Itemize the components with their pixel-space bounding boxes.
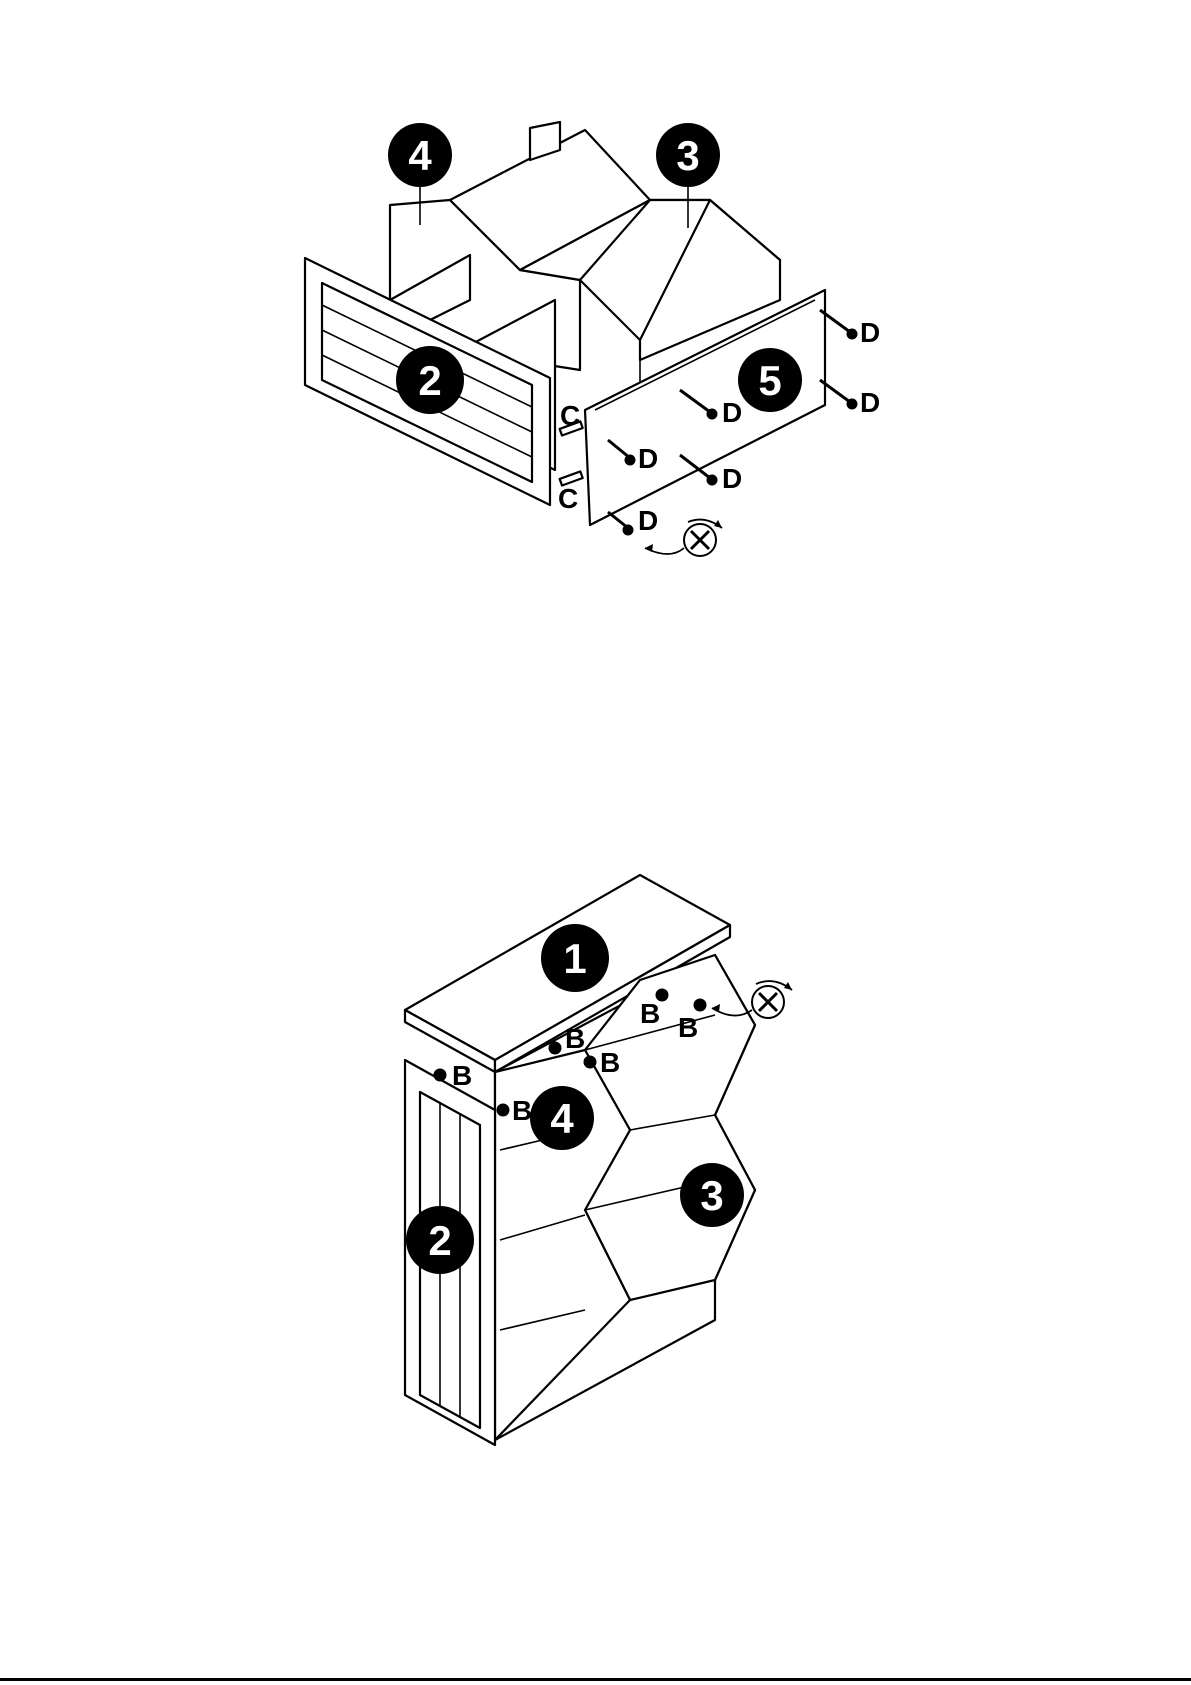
hardware-label-b: B: [600, 1047, 620, 1078]
svg-text:3: 3: [700, 1172, 723, 1219]
cam-lock-b: [584, 1056, 596, 1068]
svg-text:2: 2: [418, 357, 441, 404]
hardware-label-c: C: [558, 483, 578, 514]
svg-text:5: 5: [758, 357, 781, 404]
assembly-step-bottom: 1 2 4 3 B B B B B B: [0, 840, 1191, 1560]
callout-2: 2: [406, 1206, 474, 1274]
callout-2: 2: [396, 346, 464, 414]
page-bottom-rule: [0, 1678, 1191, 1681]
hardware-label-d: D: [638, 443, 658, 474]
assembly-step-top: 4 3 2 5 C C D D D D D D: [0, 0, 1191, 620]
callout-4: 4: [530, 1086, 594, 1150]
hardware-label-d: D: [638, 505, 658, 536]
hardware-label-b: B: [640, 998, 660, 1029]
svg-text:4: 4: [550, 1095, 574, 1142]
assembly-drawing-bottom: 1 2 4 3 B B B B B B: [0, 840, 1191, 1560]
hardware-label-b: B: [452, 1060, 472, 1091]
callout-3: 3: [656, 123, 720, 187]
callout-3: 3: [680, 1163, 744, 1227]
hardware-label-d: D: [722, 397, 742, 428]
screw-d: [608, 512, 633, 535]
svg-text:1: 1: [563, 935, 586, 982]
cam-lock-b: [549, 1042, 561, 1054]
hardware-label-b: B: [512, 1095, 532, 1126]
cam-lock-b: [497, 1104, 509, 1116]
callout-1: 1: [541, 924, 609, 992]
assembly-drawing-top: 4 3 2 5 C C D D D D D D: [0, 0, 1191, 620]
callout-4: 4: [388, 123, 452, 187]
svg-text:3: 3: [676, 132, 699, 179]
callout-5: 5: [738, 348, 802, 412]
hardware-label-b: B: [565, 1023, 585, 1054]
hardware-label-d: D: [860, 387, 880, 418]
cam-lock-b: [434, 1069, 446, 1081]
hardware-label-d: D: [860, 317, 880, 348]
svg-text:4: 4: [408, 132, 432, 179]
cam-lock-b: [694, 999, 706, 1011]
hardware-label-b: B: [678, 1012, 698, 1043]
hardware-label-c: C: [560, 400, 580, 431]
svg-text:2: 2: [428, 1217, 451, 1264]
hardware-label-d: D: [722, 463, 742, 494]
